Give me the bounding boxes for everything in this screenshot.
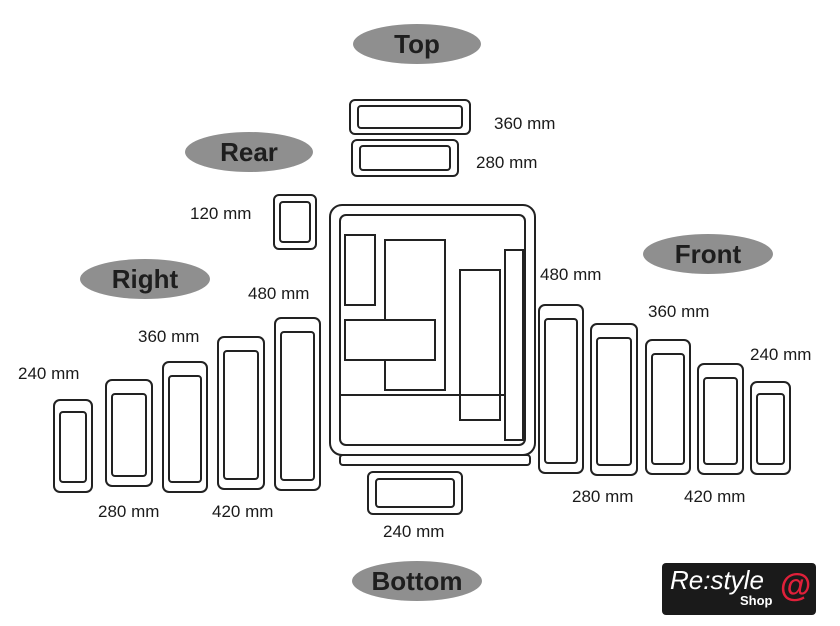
radiator-top-360 <box>349 99 471 135</box>
radiator-right-240 <box>53 399 93 493</box>
cart-at-icon: @ <box>780 567 812 603</box>
radiator-right-420 <box>217 336 265 490</box>
size-label: 240 mm <box>750 345 812 364</box>
size-label: 420 mm <box>212 502 274 521</box>
radiator-front-480 <box>538 304 584 474</box>
radiator-front-360 <box>645 339 691 475</box>
radiator-front-240 <box>750 381 791 475</box>
position-label-rear: Rear <box>185 132 313 172</box>
size-label: 480 mm <box>540 265 602 284</box>
radiator-front-280 <box>590 323 638 476</box>
size-label: 420 mm <box>684 487 746 506</box>
size-label: 280 mm <box>476 153 538 172</box>
position-label-top: Top <box>353 24 481 64</box>
radiator-top-280 <box>351 139 459 177</box>
radiator-right-280 <box>105 379 153 487</box>
position-label-right: Right <box>80 259 210 299</box>
pc-case <box>329 204 536 466</box>
radiator-right-360 <box>162 361 208 493</box>
size-label: 120 mm <box>190 204 252 223</box>
restyle-shop-logo: Re:style Shop @ <box>662 563 816 615</box>
size-label: 240 mm <box>18 364 80 383</box>
size-label: 360 mm <box>138 327 200 346</box>
logo-text: Re:style <box>670 565 764 595</box>
radiator-right-480 <box>274 317 321 491</box>
size-label: 280 mm <box>98 502 160 521</box>
radiator-bottom-240 <box>367 471 463 515</box>
size-label: 360 mm <box>494 114 556 133</box>
size-label: 280 mm <box>572 487 634 506</box>
logo-sub: Shop <box>740 593 773 608</box>
size-label: 360 mm <box>648 302 710 321</box>
size-label: 480 mm <box>248 284 310 303</box>
position-label-bottom: Bottom <box>352 561 482 601</box>
radiator-front-420 <box>697 363 744 475</box>
radiator-rear-120 <box>273 194 317 250</box>
position-label-front: Front <box>643 234 773 274</box>
size-label: 240 mm <box>383 522 445 541</box>
